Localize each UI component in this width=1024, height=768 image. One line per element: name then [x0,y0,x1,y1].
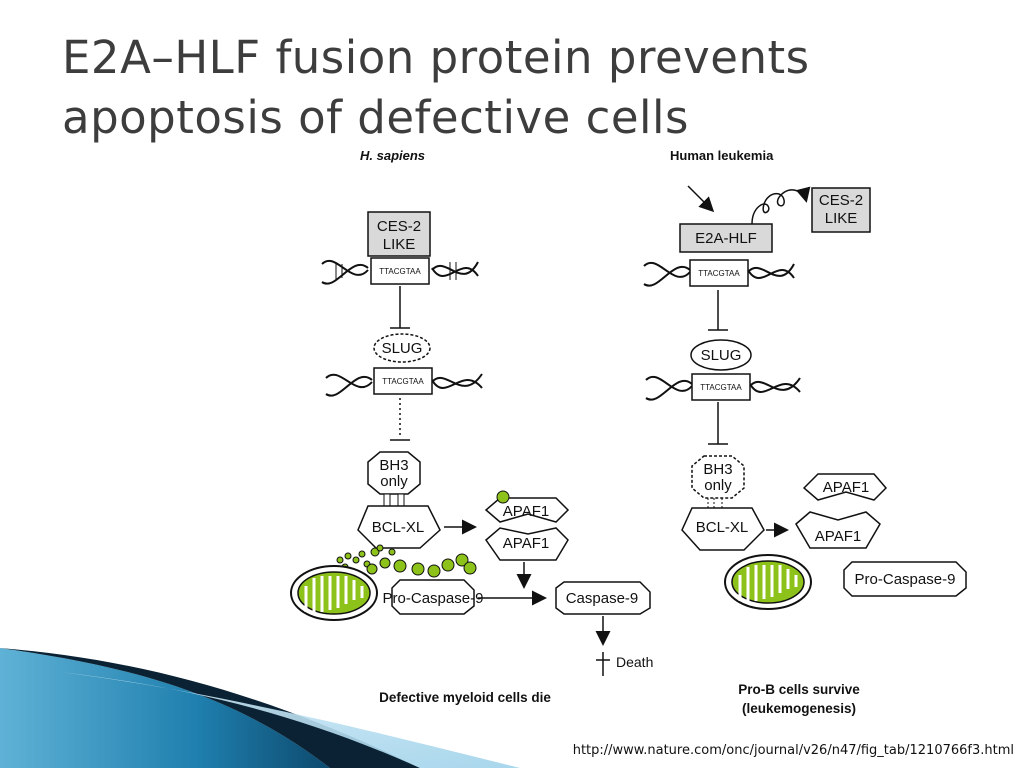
slug-node-right [690,339,752,371]
ces2-right-line2: LIKE [825,210,858,227]
ces2-like-box-right [811,187,871,233]
right-caption: Pro-B cells survive (leukemogenesis) [714,680,884,718]
slug-label-right: SLUG [701,347,742,364]
apaf1-bottom-node [484,527,569,561]
source-url-link[interactable]: http://www.nature.com/onc/journal/v26/n4… [572,743,1014,758]
slug-node [373,333,431,363]
apaf1-top-node-right [802,473,888,501]
right-panel: E2A-HLF CES-2 LIKE TTACGTAA SLUG TTACGTA… [643,185,967,610]
dna-helix-icon-right: TTACGTAA [643,259,795,287]
pro-caspase-node-right [843,561,967,597]
right-caption-line1: Pro-B cells survive [738,682,860,697]
right-panel-header: Human leukemia [670,148,774,163]
left-panel: CES-2 LIKE TTACGTAA SLUG TTACGTAA [290,211,653,676]
ces2-like-box [367,211,431,257]
caspase-node [555,581,651,615]
pro-caspase-label-right: Pro-Caspase-9 [855,571,956,588]
bclxl-label-right: BCL-XL [696,519,749,536]
dna-seq-label-right-2: TTACGTAA [700,383,742,392]
bh3-right-line2: only [704,477,732,494]
dna-helix-icon-2: TTACGTAA [325,367,483,397]
cytochrome-dots [336,544,477,578]
dna-seq-label-right: TTACGTAA [698,269,740,278]
title-line-1: E2A–HLF fusion protein prevents [62,31,810,84]
ces2-label-line1: CES-2 [377,218,421,235]
ces2-right-line1: CES-2 [819,192,863,209]
bh3-only-node [367,451,421,495]
apaf1-top-label: APAF1 [503,503,549,520]
dna-helix-icon-right-2: TTACGTAA [645,373,801,401]
caspase-label: Caspase-9 [566,590,639,607]
dna-seq-label-2: TTACGTAA [382,377,424,386]
apaf1-bottom-label-right: APAF1 [815,528,861,545]
pro-caspase-node [391,579,475,615]
mitochondrion-icon [290,565,378,621]
mitochondrion-icon-right [724,554,812,610]
bh3-right-line1: BH3 [703,461,732,478]
dna-seq-label: TTACGTAA [379,267,421,276]
bh3-only-node-right [691,455,745,499]
ces2-label-line2: LIKE [383,236,416,253]
apaf1-top-label-right: APAF1 [823,479,869,496]
bclxl-node [357,505,441,549]
pro-caspase-label: Pro-Caspase-9 [383,590,484,607]
left-caption: Defective myeloid cells die [350,688,580,707]
bclxl-label: BCL-XL [372,519,425,536]
slide-title: E2A–HLF fusion protein prevents apoptosi… [62,28,962,148]
left-panel-header: H. sapiens [360,148,426,163]
bh3-label-line1: BH3 [379,457,408,474]
apaf1-bottom-label: APAF1 [503,535,549,552]
e2a-hlf-label: E2A-HLF [695,230,757,247]
right-caption-line2: (leukemogenesis) [741,701,857,716]
dna-helix-icon: TTACGTAA [321,257,479,285]
e2a-hlf-box [679,223,773,253]
decorative-wave [0,648,520,768]
slug-label: SLUG [382,340,423,357]
title-line-2: apoptosis of defective cells [62,91,689,144]
death-label: Death [616,654,653,670]
bclxl-node-right [681,507,765,551]
apaf1-bottom-node-right [795,511,881,549]
left-caption-text: Defective myeloid cells die [379,690,551,705]
bh3-label-line2: only [380,473,408,490]
